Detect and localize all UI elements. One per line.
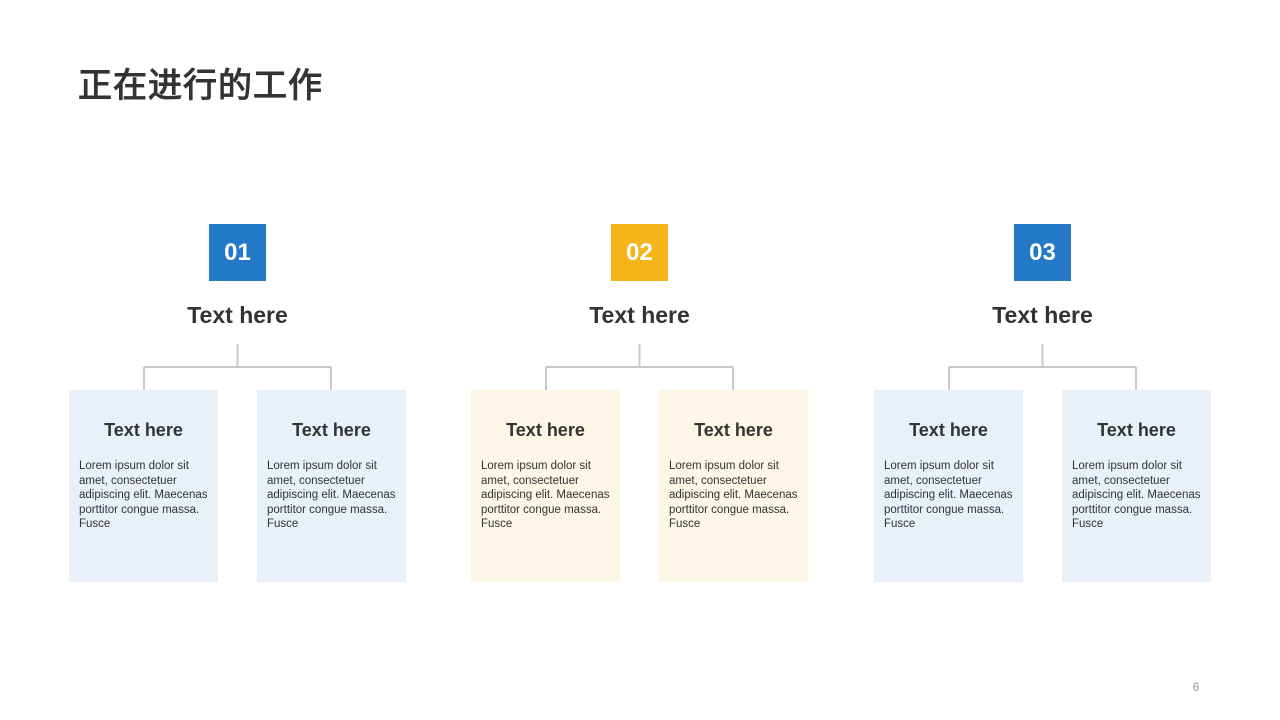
card-body: Lorem ipsum dolor sit amet, consectetuer… [1072, 460, 1201, 530]
card-heading: Text here [104, 420, 183, 440]
card: Text here Lorem ipsum dolor sit amet, co… [257, 390, 406, 582]
page-number: 6 [1192, 680, 1200, 694]
work-item-group-1: 01 Text here Text here Lorem ipsum dolor… [69, 224, 409, 584]
card-body: Lorem ipsum dolor sit amet, consectetuer… [884, 460, 1013, 530]
number-badge: 02 [611, 224, 668, 281]
card-body: Lorem ipsum dolor sit amet, consectetuer… [267, 460, 396, 530]
card: Text here Lorem ipsum dolor sit amet, co… [874, 390, 1023, 582]
card: Text here Lorem ipsum dolor sit amet, co… [659, 390, 808, 582]
slide-title: 正在进行的工作 [78, 66, 323, 106]
group-heading: Text here [589, 302, 690, 328]
card-body: Lorem ipsum dolor sit amet, consectetuer… [669, 460, 798, 530]
group-heading: Text here [992, 302, 1093, 328]
number-badge: 01 [209, 224, 266, 281]
work-item-group-3: 03 Text here Text here Lorem ipsum dolor… [874, 224, 1214, 584]
group-heading: Text here [187, 302, 288, 328]
card-heading: Text here [694, 420, 773, 440]
card-heading: Text here [506, 420, 585, 440]
card-heading: Text here [292, 420, 371, 440]
connector-lines [948, 344, 1137, 390]
number-badge: 03 [1014, 224, 1071, 281]
connector-lines [545, 344, 734, 390]
card-heading: Text here [909, 420, 988, 440]
card: Text here Lorem ipsum dolor sit amet, co… [471, 390, 620, 582]
card: Text here Lorem ipsum dolor sit amet, co… [69, 390, 218, 582]
card-body: Lorem ipsum dolor sit amet, consectetuer… [79, 460, 208, 530]
card-heading: Text here [1097, 420, 1176, 440]
connector-lines [143, 344, 332, 390]
card: Text here Lorem ipsum dolor sit amet, co… [1062, 390, 1211, 582]
card-body: Lorem ipsum dolor sit amet, consectetuer… [481, 460, 610, 530]
work-item-group-2: 02 Text here Text here Lorem ipsum dolor… [471, 224, 811, 584]
